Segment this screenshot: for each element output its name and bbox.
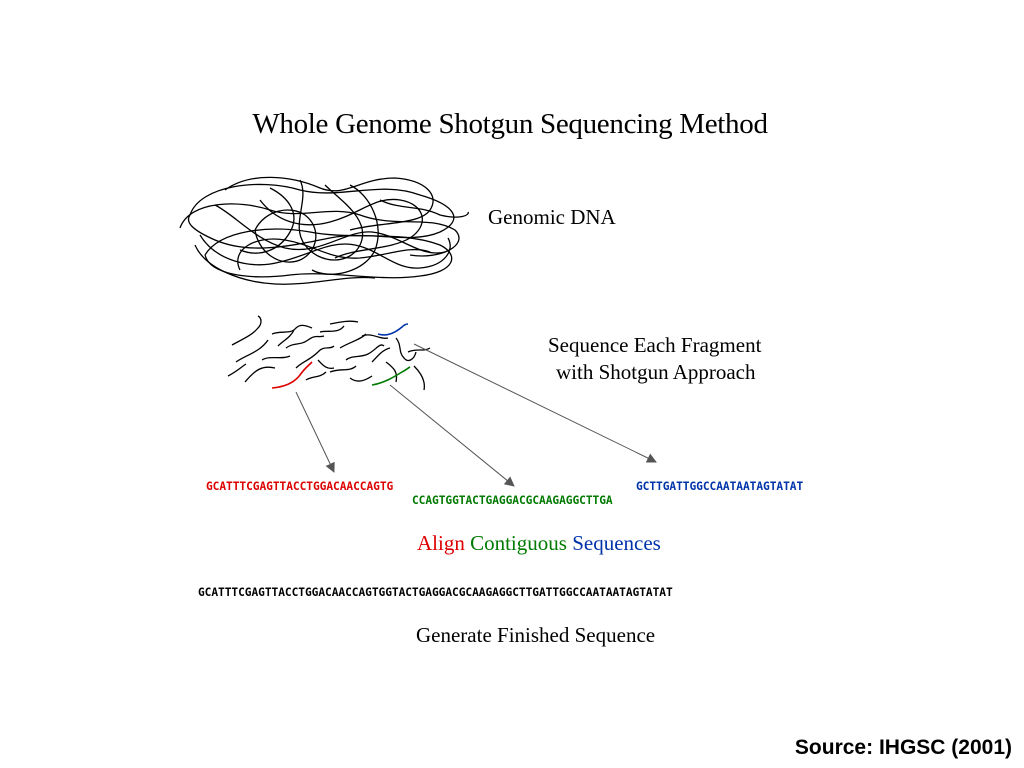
sequences-word: Sequences: [572, 531, 661, 555]
align-word: Align: [417, 531, 465, 555]
finished-sequence: GCATTTCGAGTTACCTGGACAACCAGTGGTACTGAGGACG…: [198, 586, 673, 599]
source-citation: Source: IHGSC (2001): [794, 736, 1012, 759]
contiguous-word: Contiguous: [470, 531, 567, 555]
align-label: Align Contiguous Sequences: [417, 530, 661, 557]
diagram-title: Whole Genome Shotgun Sequencing Method: [252, 108, 768, 140]
genomic-dna-label: Genomic DNA: [488, 205, 616, 229]
fragment-label-line2: with Shotgun Approach: [556, 360, 756, 384]
finished-label: Generate Finished Sequence: [416, 623, 656, 647]
fragment-sequence-blue: GCTTGATTGGCCAATAATAGTATAT: [636, 480, 804, 493]
arrow-icon: [295, 343, 657, 487]
dna-fragments-icon: [227, 315, 431, 391]
fragment-sequence-red: GCATTTCGAGTTACCTGGACAACCAGTG: [206, 480, 394, 493]
fragment-label-line1: Sequence Each Fragment: [548, 333, 762, 357]
tangled-dna-icon: [179, 176, 469, 285]
fragment-sequence-green: CCAGTGGTACTGAGGACGCAAGAGGCTTGA: [412, 494, 613, 507]
